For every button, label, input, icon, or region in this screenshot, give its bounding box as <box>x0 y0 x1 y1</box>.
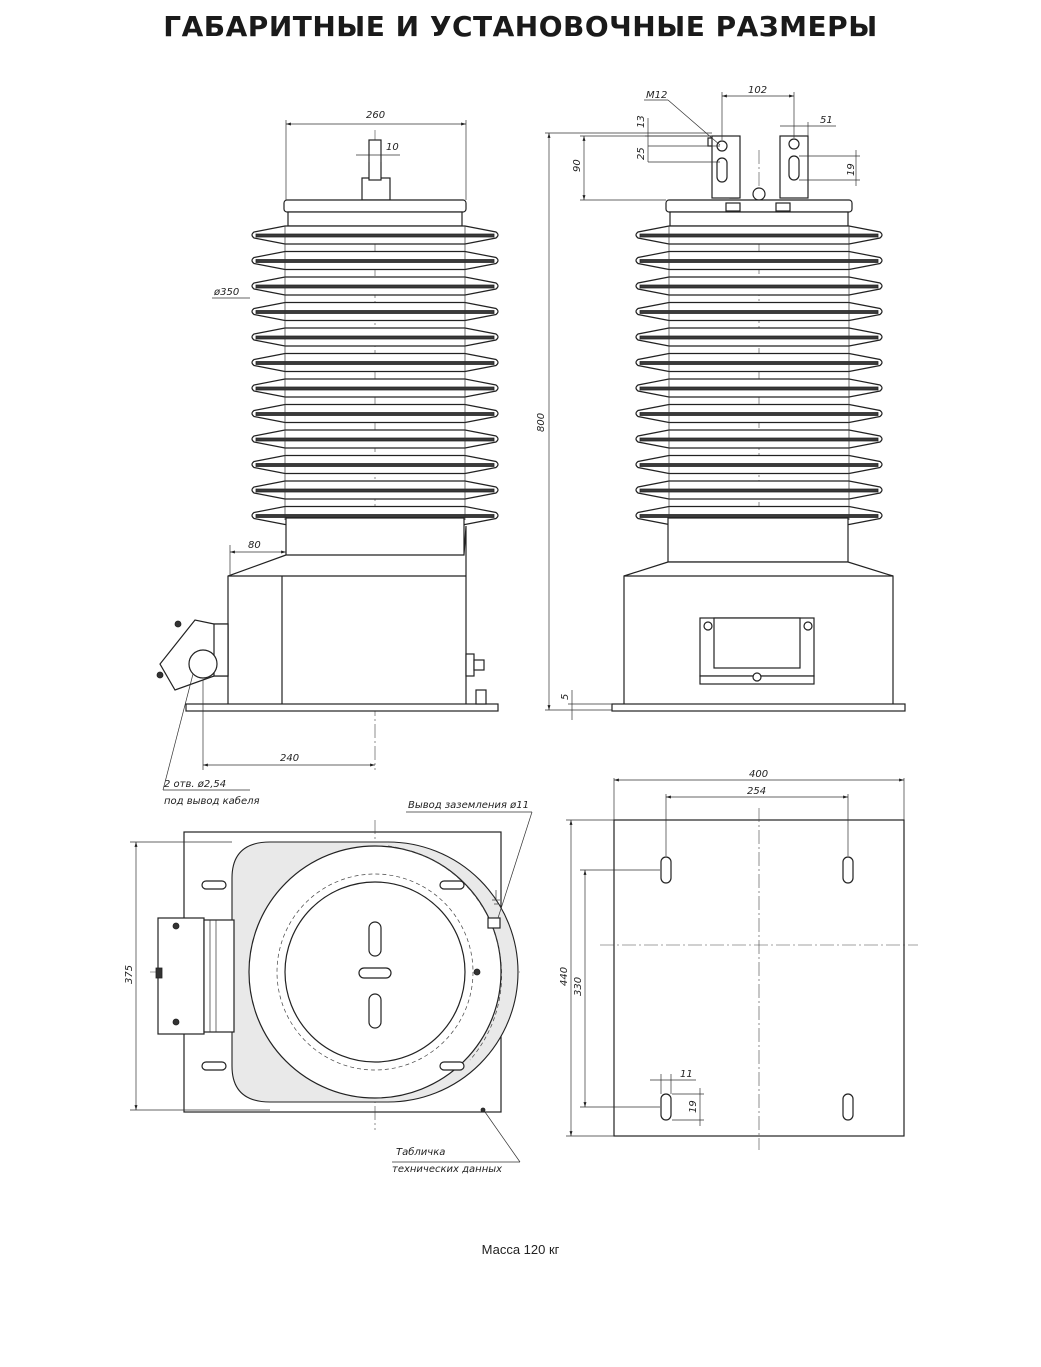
insulator-shed-edge <box>255 412 495 416</box>
dim-19-base: 19 <box>688 1100 699 1113</box>
front-insulator-sheds <box>251 225 499 526</box>
dim-19-side: 19 <box>846 163 857 176</box>
insulator-shed-edge <box>639 284 879 289</box>
dim-11: 11 <box>680 1069 693 1080</box>
insulator-shed-edge <box>255 310 495 314</box>
insulator-shed-edge <box>639 310 879 314</box>
dim-440: 440 <box>559 967 570 986</box>
dim-800: 800 <box>536 413 547 432</box>
holes-note-1: 2 отв. ø2,54 <box>164 779 226 790</box>
dim-375: 375 <box>124 965 135 984</box>
plate-label-2: технических данных <box>392 1164 502 1175</box>
dim-5: 5 <box>560 694 571 700</box>
insulator-shed-edge <box>639 233 879 238</box>
insulator-shed-edge <box>639 412 879 416</box>
dim-80: 80 <box>248 540 261 551</box>
insulator-shed-edge <box>639 463 879 467</box>
base-plate-view: 400 254 440 330 11 19 <box>559 769 918 1150</box>
insulator-shed-edge <box>255 488 495 493</box>
insulator-shed-edge <box>255 284 495 289</box>
dim-400: 400 <box>749 769 768 780</box>
dim-260: 260 <box>366 110 385 121</box>
insulator-shed-edge <box>639 437 879 442</box>
dim-350: ø350 <box>213 287 239 298</box>
plate-label-1: Табличка <box>396 1146 445 1158</box>
front-view: 260 10 ø350 80 240 2 отв. ø2,54 под выво… <box>156 110 499 807</box>
insulator-shed-edge <box>255 233 495 238</box>
dim-90: 90 <box>572 159 583 172</box>
top-terminal <box>361 177 391 201</box>
label-m12: М12 <box>646 90 667 101</box>
insulator-shed-edge <box>639 488 879 493</box>
dim-13: 13 <box>636 115 647 128</box>
mass-note: Масса 120 кг <box>481 1242 560 1257</box>
dim-102: 102 <box>748 85 767 96</box>
cable-box <box>156 619 229 691</box>
insulator-shed-edge <box>639 335 879 340</box>
top-view: Вывод заземления ø11 375 Табличка технич… <box>124 800 533 1175</box>
side-view: 800 90 13 25 102 51 19 М12 5 <box>536 85 906 720</box>
insulator-shed-edge <box>255 386 495 391</box>
insulator-shed-edge <box>639 386 879 391</box>
dim-51: 51 <box>820 115 833 126</box>
dim-10: 10 <box>386 142 399 153</box>
insulator-shed-edge <box>255 437 495 442</box>
insulator-shed-edge <box>255 514 495 518</box>
dim-254: 254 <box>747 786 766 797</box>
dim-25: 25 <box>636 147 647 160</box>
dim-330: 330 <box>573 977 584 996</box>
dim-240: 240 <box>280 753 299 764</box>
insulator-shed-edge <box>255 335 495 340</box>
insulator-shed-edge <box>255 259 495 263</box>
insulator-shed-edge <box>255 361 495 365</box>
ground-label: Вывод заземления ø11 <box>408 800 529 811</box>
insulator-shed-edge <box>639 361 879 365</box>
page-title: ГАБАРИТНЫЕ И УСТАНОВОЧНЫЕ РАЗМЕРЫ <box>163 10 878 43</box>
holes-note-2: под вывод кабеля <box>164 795 260 807</box>
side-insulator-sheds <box>635 225 883 526</box>
insulator-shed-edge <box>255 463 495 467</box>
insulator-shed-edge <box>639 514 879 518</box>
insulator-shed-edge <box>639 259 879 263</box>
